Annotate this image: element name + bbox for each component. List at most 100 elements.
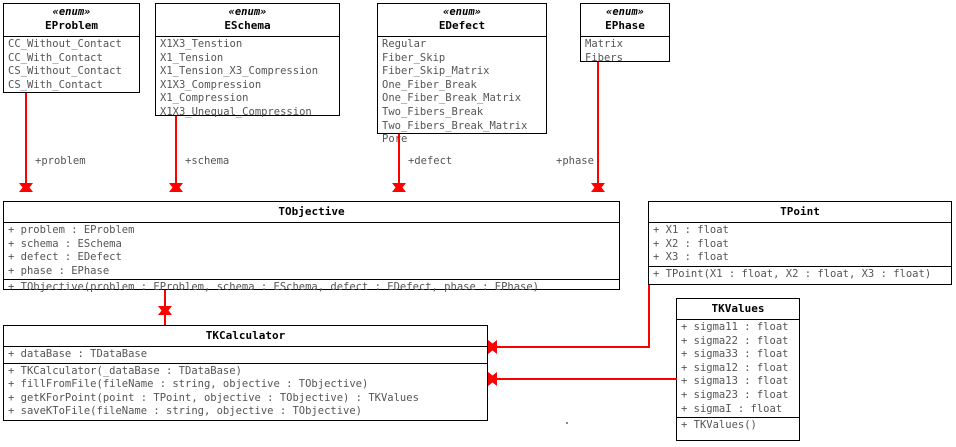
connector-label-phase: +phase xyxy=(556,155,594,167)
class-operation: + TPoint(X1 : float, X2 : float, X3 : fl… xyxy=(653,267,932,280)
attributes-compartment-tpoint: + X1 : float + X2 : float + X3 : float xyxy=(649,223,951,267)
attributes-compartment-tobjective: + problem : EProblem + schema : ESchema … xyxy=(4,223,619,281)
enum-member: X1_Tension_X3_Compression xyxy=(160,65,319,78)
class-name: EDefect xyxy=(438,19,486,32)
class-operation: + TKCalculator(_dataBase : TDataBase) xyxy=(8,364,242,377)
connector-label-defect: +defect xyxy=(408,155,453,167)
class-header-tobjective: TObjective xyxy=(4,202,619,223)
class-attribute: + phase : EPhase xyxy=(8,264,110,277)
composition-diamond-point-right xyxy=(488,340,497,354)
operations-compartment-tobjective: + TObjective(problem : EProblem, schema … xyxy=(4,280,619,309)
enum-member: Two_Fibers_Break xyxy=(382,105,484,118)
members-compartment-eschema: X1X3_Tenstion X1_Tension X1_Tension_X3_C… xyxy=(156,37,339,121)
connector-line-phase xyxy=(597,62,599,190)
composition-diamond-schema-upper xyxy=(169,183,183,192)
stereotype-label: «enum» xyxy=(228,6,267,18)
enum-member: Fiber_Skip_Matrix xyxy=(382,65,490,78)
compartment-spacer xyxy=(4,295,619,308)
class-attribute: + X3 : float xyxy=(653,251,729,264)
enum-member: Two_Fibers_Break_Matrix xyxy=(382,119,528,132)
class-attribute: + sigma23 : float xyxy=(681,388,789,401)
enum-member: X1X3_Unequal_Compression xyxy=(160,105,312,118)
class-header-tkvalues: TKValues xyxy=(677,299,799,320)
class-attribute: + X2 : float xyxy=(653,237,729,250)
connector-line-defect xyxy=(398,134,400,190)
enum-member: Fibers xyxy=(585,51,623,64)
class-header-edefect: «enum» EDefect xyxy=(378,4,546,37)
attributes-compartment-tkcalculator: + dataBase : TDataBase xyxy=(4,347,487,364)
enum-member: Matrix xyxy=(585,38,623,50)
class-operation: + getKForPoint(point : TPoint, objective… xyxy=(8,391,419,404)
stereotype-label: «enum» xyxy=(443,6,481,18)
class-box-eproblem[interactable]: «enum» EProblem CC_Without_Contact CC_Wi… xyxy=(3,3,140,93)
stereotype-label: «enum» xyxy=(52,6,91,18)
connector-line-point-horizontal xyxy=(496,346,650,348)
class-box-tpoint[interactable]: TPoint + X1 : float + X2 : float + X3 : … xyxy=(648,201,952,285)
class-header-tpoint: TPoint xyxy=(649,202,951,223)
class-attribute: + dataBase : TDataBase xyxy=(8,348,148,360)
composition-diamond-problem-upper xyxy=(19,183,33,192)
class-box-ephase[interactable]: «enum» EPhase Matrix Fibers xyxy=(580,3,670,64)
class-attribute: + problem : EProblem xyxy=(8,224,135,236)
members-compartment-ephase: Matrix Fibers xyxy=(581,37,669,66)
class-name: TPoint xyxy=(780,205,820,218)
connector-line-point-vertical xyxy=(648,285,650,348)
enum-member: X1X3_Tenstion xyxy=(160,38,243,50)
operations-compartment-tkvalues: + TKValues() xyxy=(677,418,799,447)
class-name: TObjective xyxy=(278,205,345,218)
enum-member: Regular xyxy=(382,38,427,50)
class-header-tkcalculator: TKCalculator xyxy=(4,326,487,347)
enum-member: CC_Without_Contact xyxy=(8,38,122,50)
class-name: ESchema xyxy=(224,19,271,32)
class-box-eschema[interactable]: «enum» ESchema X1X3_Tenstion X1_Tension … xyxy=(155,3,340,118)
enum-member: CC_With_Contact xyxy=(8,51,103,64)
enum-member: Fiber_Skip xyxy=(382,51,446,64)
connector-line-problem xyxy=(25,93,27,190)
class-box-edefect[interactable]: «enum» EDefect Regular Fiber_Skip Fiber_… xyxy=(377,3,547,145)
class-operation: + saveKToFile(fileName : string, objecti… xyxy=(8,405,363,418)
enum-member: Pore xyxy=(382,133,408,146)
attributes-compartment-tkvalues: + sigma11 : float + sigma22 : float + si… xyxy=(677,320,799,419)
class-attribute: + defect : EDefect xyxy=(8,251,122,264)
class-header-ephase: «enum» EPhase xyxy=(581,4,669,37)
class-box-tkvalues[interactable]: TKValues + sigma11 : float + sigma22 : f… xyxy=(676,298,800,441)
members-compartment-edefect: Regular Fiber_Skip Fiber_Skip_Matrix One… xyxy=(378,37,546,148)
class-name: EPhase xyxy=(605,19,645,32)
composition-diamond-kvalues-right xyxy=(488,372,497,386)
connector-label-problem: +problem xyxy=(35,155,86,167)
class-box-tobjective[interactable]: TObjective + problem : EProblem + schema… xyxy=(3,201,620,293)
operations-compartment-tpoint: + TPoint(X1 : float, X2 : float, X3 : fl… xyxy=(649,267,951,283)
composition-diamond-defect-upper xyxy=(392,183,406,192)
class-attribute: + sigma12 : float xyxy=(681,361,789,374)
connector-label-schema: +schema xyxy=(185,155,230,167)
stereotype-label: «enum» xyxy=(606,6,644,18)
class-box-tkcalculator[interactable]: TKCalculator + dataBase : TDataBase + TK… xyxy=(3,325,488,421)
enum-member: X1_Tension xyxy=(160,51,224,64)
class-header-eproblem: «enum» EProblem xyxy=(4,4,139,37)
connector-line-schema xyxy=(175,116,177,190)
class-attribute: + sigma11 : float xyxy=(681,321,789,333)
class-header-eschema: «enum» ESchema xyxy=(156,4,339,37)
class-operation: + TObjective(problem : EProblem, schema … xyxy=(8,281,540,294)
connector-line-kvalues xyxy=(496,378,677,380)
enum-member: CS_With_Contact xyxy=(8,78,103,91)
enum-member: One_Fiber_Break_Matrix xyxy=(382,92,522,105)
composition-diamond-phase-upper xyxy=(591,183,605,192)
stray-mark xyxy=(566,422,568,424)
members-compartment-eproblem: CC_Without_Contact CC_With_Contact CS_Wi… xyxy=(4,37,139,93)
class-attribute: + sigma33 : float xyxy=(681,348,789,361)
enum-member: X1_Compression xyxy=(160,92,249,105)
operations-compartment-tkcalculator: + TKCalculator(_dataBase : TDataBase) + … xyxy=(4,364,487,420)
class-operation: + TKValues() xyxy=(681,419,757,432)
enum-member: X1X3_Compression xyxy=(160,78,262,91)
composition-diamond-objective-upper xyxy=(158,306,172,315)
class-attribute: + sigma13 : float xyxy=(681,375,789,388)
enum-member: CS_Without_Contact xyxy=(8,65,122,78)
enum-member: One_Fiber_Break xyxy=(382,78,477,91)
class-attribute: + sigma22 : float xyxy=(681,334,789,347)
class-operation: + fillFromFile(fileName : string, object… xyxy=(8,378,369,391)
class-attribute: + sigmaI : float xyxy=(681,402,783,415)
class-name: TKCalculator xyxy=(205,329,286,342)
class-name: TKValues xyxy=(711,302,765,315)
